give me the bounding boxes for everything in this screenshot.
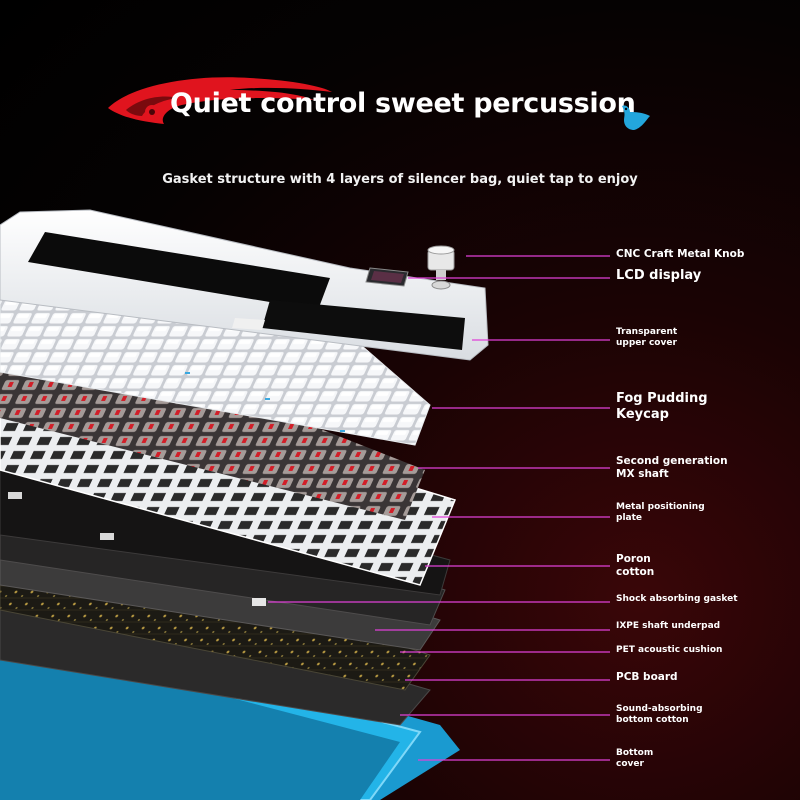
page-title: Quiet control sweet percussion	[170, 88, 636, 119]
label-bottom-cover: Bottom cover	[616, 748, 654, 770]
lcd-display	[365, 267, 409, 287]
brand-car-logo-icon	[108, 77, 332, 124]
label-knob: CNC Craft Metal Knob	[616, 248, 745, 260]
label-plate: Metal positioning plate	[616, 502, 705, 524]
label-bottom-cotton: Sound-absorbing bottom cotton	[616, 704, 703, 726]
upper-cover-layer	[0, 209, 489, 361]
gasket-connectors	[8, 492, 266, 606]
label-mx-shaft: Second generation MX shaft	[616, 455, 728, 481]
blue-bird-logo-icon	[622, 105, 650, 130]
label-ixpe: IXPE shaft underpad	[616, 621, 721, 631]
label-lcd: LCD display	[616, 268, 702, 283]
metal-knob	[427, 245, 455, 290]
label-pcb: PCB board	[616, 671, 678, 683]
label-poron: Poron cotton	[616, 553, 655, 579]
label-upper-cover: Transparent upper cover	[616, 327, 678, 349]
label-pet: PET acoustic cushion	[616, 645, 723, 655]
mx-shaft-layer	[0, 360, 425, 520]
keycap-accents	[185, 372, 345, 432]
leader-lines	[268, 255, 610, 761]
label-gasket: Shock absorbing gasket	[616, 594, 738, 604]
label-keycap: Fog Pudding Keycap	[616, 391, 708, 423]
subtitle: Gasket structure with 4 layers of silenc…	[162, 172, 638, 187]
